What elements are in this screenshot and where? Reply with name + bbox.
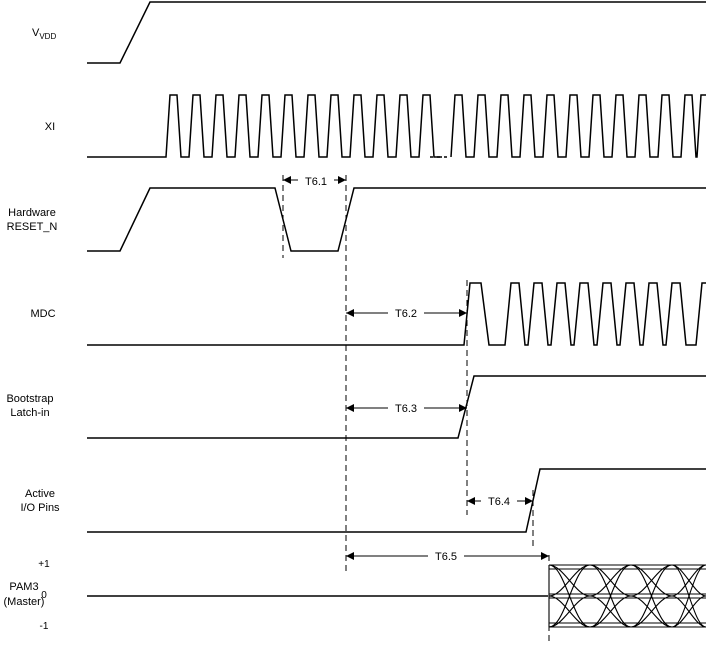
reset-waveform: [87, 187, 706, 252]
pam3-label-line1: PAM3: [9, 581, 38, 593]
pam3-trace: [630, 595, 673, 628]
pam3-trace: [589, 564, 632, 628]
t63-annotation: T6.3: [388, 400, 424, 416]
pam3-trace: [548, 595, 591, 628]
t61-label: T6.1: [305, 176, 327, 188]
xi-clock-waveform: [87, 94, 706, 158]
pam3-trace: [630, 564, 673, 628]
active-label-line2: I/O Pins: [20, 502, 60, 514]
vvdd-waveform: [87, 1, 706, 64]
pam3-level-minus1: -1: [40, 621, 49, 632]
t63-label: T6.3: [395, 403, 417, 415]
pam3-label-line2: (Master): [4, 596, 45, 608]
t62-arrow-arrowhead-left: [346, 309, 354, 317]
pam3-trace: [671, 595, 706, 628]
reset-label-line2: RESET_N: [7, 221, 58, 233]
t64-arrow-arrowhead-left: [467, 497, 475, 505]
t63-arrow-arrowhead-left: [346, 404, 354, 412]
pam3-trace: [671, 564, 706, 628]
t64-annotation: T6.4: [481, 493, 517, 509]
t61-arrow-arrowhead-left: [283, 176, 291, 184]
bootstrap-waveform: [87, 375, 706, 439]
timing-arrows: [283, 176, 549, 560]
t65-label: T6.5: [435, 551, 457, 563]
vvdd-label: VVDD: [32, 27, 56, 41]
t62-annotation: T6.2: [388, 305, 424, 321]
t62-arrow-arrowhead-right: [459, 309, 467, 317]
t65-arrow-arrowhead-right: [541, 552, 549, 560]
t63-arrow-arrowhead-right: [459, 404, 467, 412]
t65-arrow-arrowhead-left: [346, 552, 354, 560]
t64-arrow-arrowhead-right: [525, 497, 533, 505]
pam3-level-plus1: +1: [38, 559, 50, 570]
pam3-eye-pattern: [548, 564, 706, 628]
pam3-trace: [589, 595, 632, 628]
t64-label: T6.4: [488, 496, 510, 508]
pam3-trace: [630, 564, 673, 597]
pam3-trace: [548, 564, 591, 597]
xi-label: XI: [45, 121, 55, 133]
t61-arrow-arrowhead-right: [338, 176, 346, 184]
t61-annotation: T6.1: [298, 172, 334, 188]
pam3-trace: [671, 564, 706, 597]
active-io-waveform: [87, 468, 706, 533]
reset-label-line1: Hardware: [8, 207, 56, 219]
active-label-line1: Active: [25, 488, 55, 500]
mdc-clock-waveform: [87, 282, 706, 346]
bootstrap-label-line1: Bootstrap: [6, 393, 53, 405]
t65-annotation: T6.5: [428, 548, 464, 564]
mdc-label: MDC: [30, 308, 55, 320]
pam3-trace: [548, 564, 591, 628]
pam3-trace: [589, 564, 632, 597]
t62-label: T6.2: [395, 308, 417, 320]
pam3-level-0: 0: [41, 590, 47, 601]
bootstrap-label-line2: Latch-in: [10, 407, 49, 419]
